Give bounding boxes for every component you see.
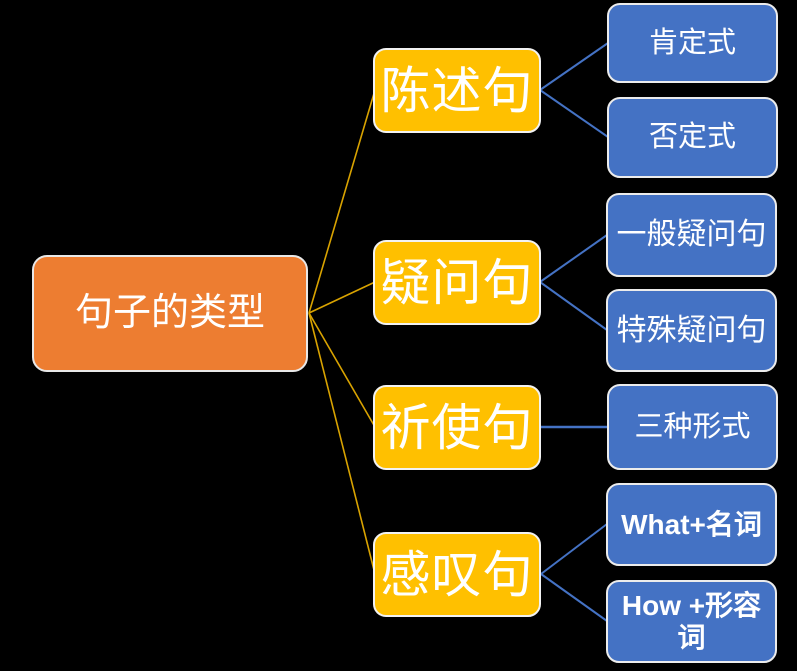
leaf-node-label: 肯定式 xyxy=(648,26,736,59)
leaf-node-negative: 否定式 xyxy=(607,97,778,178)
connector-exclamatory-how-adjective xyxy=(540,573,608,622)
leaf-node-label: How +形容词 xyxy=(621,590,762,653)
branch-node-label: 陈述句 xyxy=(380,62,534,119)
connector-interrogative-general-question xyxy=(539,234,608,283)
leaf-node-general-question: 一般疑问句 xyxy=(606,193,777,277)
connector-interrogative-special-question xyxy=(539,281,608,331)
connector-root-exclamatory xyxy=(308,312,376,575)
branch-node-label: 祈使句 xyxy=(380,399,534,456)
leaf-node-label: 一般疑问句 xyxy=(616,218,767,252)
branch-node-label: 疑问句 xyxy=(380,254,534,311)
connector-root-interrogative xyxy=(308,281,376,314)
leaf-node-label: 三种形式 xyxy=(634,410,751,443)
connector-root-imperative xyxy=(308,312,376,428)
branch-node-interrogative: 疑问句 xyxy=(373,240,541,325)
branch-node-imperative: 祈使句 xyxy=(373,385,541,470)
connector-declarative-affirmative xyxy=(539,42,609,91)
leaf-node-three-forms: 三种形式 xyxy=(607,384,778,470)
connector-declarative-negative xyxy=(539,89,609,138)
branch-node-exclamatory: 感叹句 xyxy=(373,532,541,617)
connector-root-declarative xyxy=(308,89,376,314)
branch-node-declarative: 陈述句 xyxy=(373,48,541,133)
branch-node-label: 感叹句 xyxy=(380,546,534,603)
leaf-node-special-question: 特殊疑问句 xyxy=(606,289,777,372)
leaf-node-how-plus-adjective: How +形容词 xyxy=(606,580,777,663)
root-node-label: 句子的类型 xyxy=(74,292,265,335)
leaf-node-label: What+名词 xyxy=(621,508,762,540)
root-node-sentence-types: 句子的类型 xyxy=(32,255,308,372)
leaf-node-label: 否定式 xyxy=(648,121,736,154)
leaf-node-affirmative: 肯定式 xyxy=(607,3,778,83)
leaf-node-label: 特殊疑问句 xyxy=(616,313,767,347)
connector-exclamatory-what-noun xyxy=(540,523,608,575)
leaf-node-what-plus-noun: What+名词 xyxy=(606,483,777,566)
